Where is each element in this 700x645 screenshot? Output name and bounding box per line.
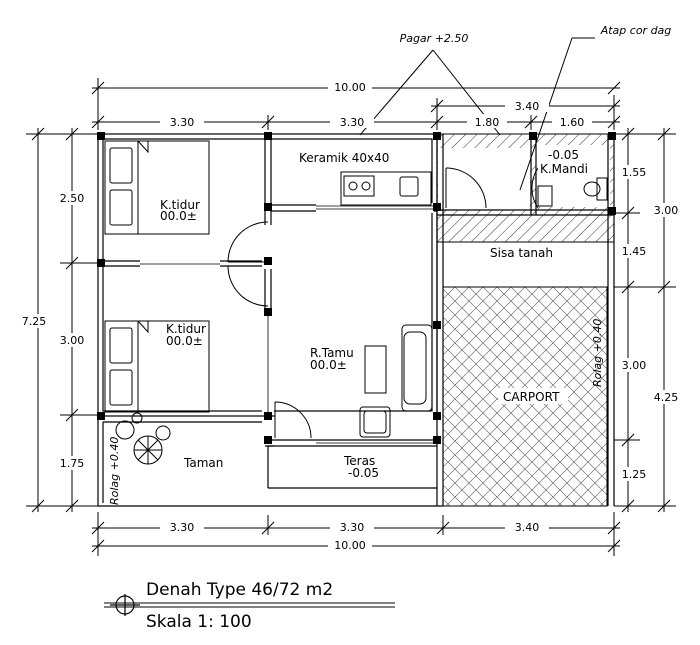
dim-top-right-a: 1.80: [475, 116, 500, 129]
carport-label: CARPORT: [503, 390, 560, 404]
armchair: [359, 406, 391, 438]
bedroom2-label: K.tidur: [166, 322, 206, 336]
dim-left-a: 2.50: [60, 192, 85, 205]
structural-columns: [97, 132, 616, 444]
terrace-level: -0.05: [348, 466, 379, 480]
room-labels: Keramik 40x40 -0.05 K.Mandi K.tidur 00.0…: [160, 148, 588, 480]
plan-scale: Skala 1: 100: [146, 612, 252, 632]
dim-bottom-left: 3.30: [170, 521, 195, 534]
dim-total-bottom: 10.00: [334, 539, 366, 552]
dimension-labels: 10.00 3.30 3.30 3.40 1.80 1.60 7.25 2.50…: [12, 80, 684, 552]
title-block: Denah Type 46/72 m2 Skala 1: 100: [104, 580, 395, 632]
kitchen-label: Keramik 40x40: [299, 151, 389, 165]
coffee-table: [364, 345, 387, 394]
dim-right-a: 1.55: [622, 166, 647, 179]
dim-right-cd: 4.25: [654, 391, 679, 404]
fence-note: Pagar +2.50: [400, 32, 469, 45]
dim-bottom-middle: 3.30: [340, 521, 365, 534]
dim-top-middle: 3.30: [340, 116, 365, 129]
dim-right-c: 3.00: [622, 359, 647, 372]
rolag-note-left: Rolag +0.40: [108, 437, 121, 505]
bath-level: -0.05: [548, 148, 579, 162]
dim-total-top: 10.00: [334, 81, 366, 94]
plan-title: Denah Type 46/72 m2: [146, 580, 333, 600]
bedroom1-label: K.tidur: [160, 198, 200, 212]
dim-top-right-b: 1.60: [560, 116, 585, 129]
dim-right-b: 1.45: [622, 245, 647, 258]
dim-top-right: 3.40: [515, 100, 540, 113]
tree-icon: [115, 412, 171, 465]
furniture: [104, 140, 608, 438]
stove-icon: [343, 175, 375, 197]
dim-left-b: 3.00: [60, 334, 85, 347]
living-label: R.Tamu: [310, 346, 354, 360]
terrace-label: Teras: [343, 454, 375, 468]
dim-top-left: 3.30: [170, 116, 195, 129]
leftover-label: Sisa tanah: [490, 246, 553, 260]
doors: [227, 167, 539, 439]
dim-right-ab: 3.00: [654, 204, 679, 217]
dim-left-c: 1.75: [60, 457, 85, 470]
bed-1: [104, 140, 210, 235]
bed-2: [104, 320, 210, 413]
bathroom-label: K.Mandi: [540, 162, 588, 176]
sofa: [401, 324, 433, 412]
openings: [140, 203, 435, 422]
dim-bottom-right: 3.40: [515, 521, 540, 534]
sink-icon: [399, 176, 419, 197]
bedroom1-level: 00.0±: [160, 209, 197, 223]
window-lines: [140, 205, 434, 444]
garden-label: Taman: [183, 456, 223, 470]
living-level: 00.0±: [310, 358, 347, 372]
kitchen-counter: [340, 171, 432, 206]
dim-right-d: 1.25: [622, 468, 647, 481]
dim-left-total: 7.25: [22, 315, 47, 328]
rolag-note-right: Rolag +0.40: [591, 319, 604, 387]
toilet-icon: [583, 181, 601, 197]
roof-note: Atap cor dag: [600, 24, 672, 37]
bedroom2-level: 00.0±: [166, 334, 203, 348]
